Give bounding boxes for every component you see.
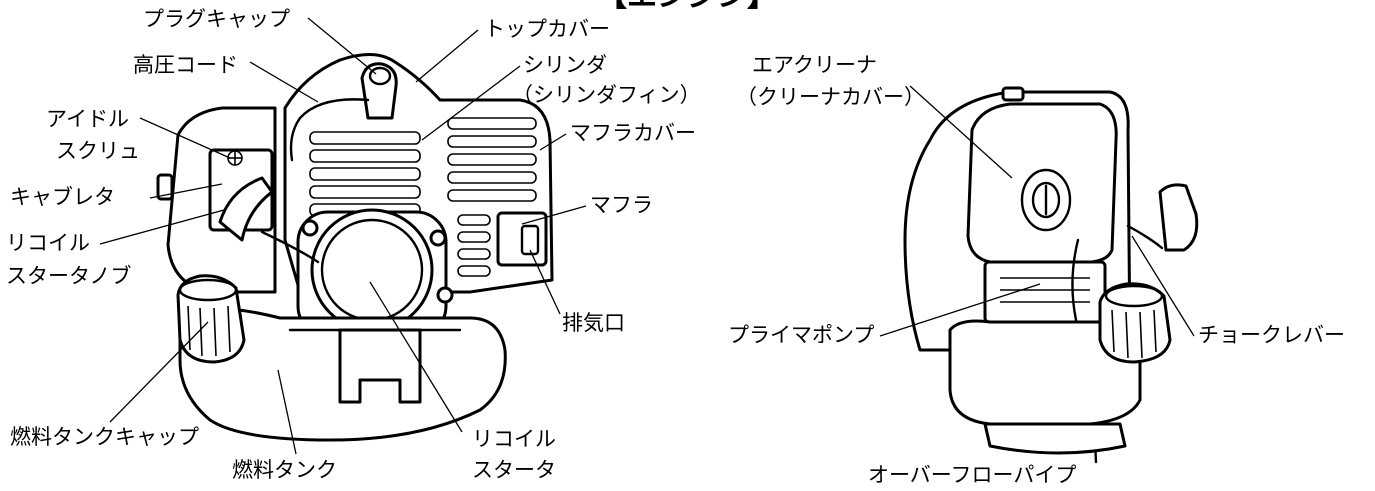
label-primer-pump: プライマポンプ (728, 323, 874, 347)
label-cylinder-fin: （シリンダフィン） (512, 83, 701, 107)
diagram-title: 【エンジン】 (597, 0, 777, 14)
label-choke-lever: チョークレバー (1198, 323, 1345, 347)
label-recoil-knob-1: リコイル (6, 231, 90, 255)
muffler-cover-fins (447, 117, 537, 277)
left-callouts: プラグキャップ トップカバー 高圧コード シリンダ （シリンダフィン） アイドル… (6, 7, 701, 482)
label-cleaner-cover: （クリーナカバー） (736, 85, 925, 109)
label-air-cleaner: エアクリーナ (752, 53, 877, 77)
label-muffler-cover: マフラカバー (570, 121, 696, 145)
label-cylinder: シリンダ (523, 53, 607, 77)
cylinder-fins (309, 131, 421, 217)
label-carburetor: キャブレタ (10, 185, 115, 209)
label-muffler: マフラ (590, 193, 653, 217)
label-top-cover: トップカバー (484, 17, 610, 41)
label-plug-cap: プラグキャップ (143, 7, 290, 31)
label-exhaust-port: 排気口 (562, 311, 625, 335)
engine-front-illustration (156, 53, 554, 442)
label-recoil-starter-2: スタータ (472, 458, 556, 482)
label-recoil-knob-2: スタータノブ (6, 264, 131, 288)
label-fuel-tank-cap: 燃料タンクキャップ (10, 425, 199, 449)
label-fuel-tank: 燃料タンク (232, 458, 337, 482)
label-recoil-starter-1: リコイル (472, 427, 556, 451)
label-idle-screw-2: スクリュ (56, 139, 140, 163)
engine-side-illustration (903, 86, 1199, 464)
label-idle-screw-1: アイドル (46, 107, 129, 131)
right-callouts: エアクリーナ （クリーナカバー） プライマポンプ チョークレバー オーバーフロー… (728, 53, 1345, 487)
label-high-voltage-cord: 高圧コード (133, 53, 238, 77)
label-overflow-pipe: オーバーフローパイプ (868, 463, 1076, 487)
